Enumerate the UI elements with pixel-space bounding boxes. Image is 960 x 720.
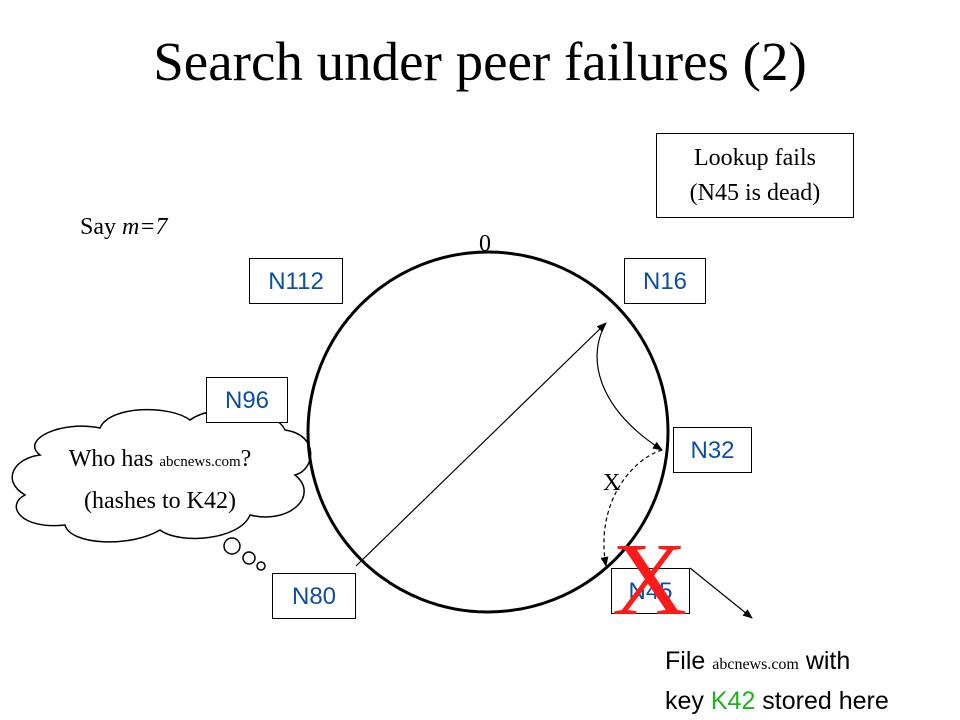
thought-bubble-small: [256, 561, 266, 571]
file-note-part2: with: [798, 647, 851, 675]
node-n32: N32: [673, 427, 752, 473]
query-cloud-text: Who has abcnews.com? (hashes to K42): [20, 440, 300, 521]
file-note-key-suffix: stored here: [755, 687, 889, 715]
node-n80: N80: [272, 573, 356, 619]
file-note-filename: abcnews.com: [712, 656, 799, 673]
lookup-status-box: Lookup fails (N45 is dead): [656, 133, 854, 218]
chord-ring: [306, 250, 670, 614]
node-n16: N16: [624, 258, 706, 304]
query-filename: abcnews.com: [159, 454, 241, 470]
ring-size-prefix: Say: [80, 214, 122, 240]
file-note-key: K42: [710, 687, 756, 715]
thought-cloud: [11, 408, 312, 571]
node-n96: N96: [206, 377, 288, 423]
file-note-part1: File: [665, 647, 713, 675]
file-note-line2: key K42 stored here: [665, 683, 889, 720]
ring-zero-label: 0: [479, 231, 491, 257]
query-suffix: ?: [240, 446, 252, 472]
arrow-n80-to-n16: [355, 322, 607, 567]
dead-node-marker: X: [612, 522, 688, 637]
arrow-n45-to-file: [689, 567, 753, 619]
node-n112: N112: [249, 258, 343, 304]
thought-bubble-medium: [242, 551, 256, 565]
thought-bubble-large: [223, 537, 241, 555]
arrow-n16-to-n32: [596, 322, 663, 451]
ring-size-value: m=7: [122, 214, 168, 240]
arrow-n32-to-n45-failed: [600, 449, 663, 567]
file-note-line1: File abcnews.com with: [665, 643, 889, 683]
lookup-status-line1: Lookup fails: [694, 145, 816, 171]
page-title: Search under peer failures (2): [153, 31, 807, 92]
node-n45: N45: [611, 568, 690, 614]
file-location-note: File abcnews.com with key K42 stored her…: [665, 643, 889, 720]
query-line1: Who has abcnews.com?: [20, 440, 300, 482]
failed-hop-label: X: [603, 470, 621, 496]
query-line2: (hashes to K42): [84, 488, 236, 514]
lookup-status-line2: (N45 is dead): [689, 180, 821, 206]
ring-size-note: Say m=7: [80, 214, 168, 241]
query-prefix: Who has: [68, 446, 160, 472]
file-note-key-prefix: key: [665, 687, 711, 715]
